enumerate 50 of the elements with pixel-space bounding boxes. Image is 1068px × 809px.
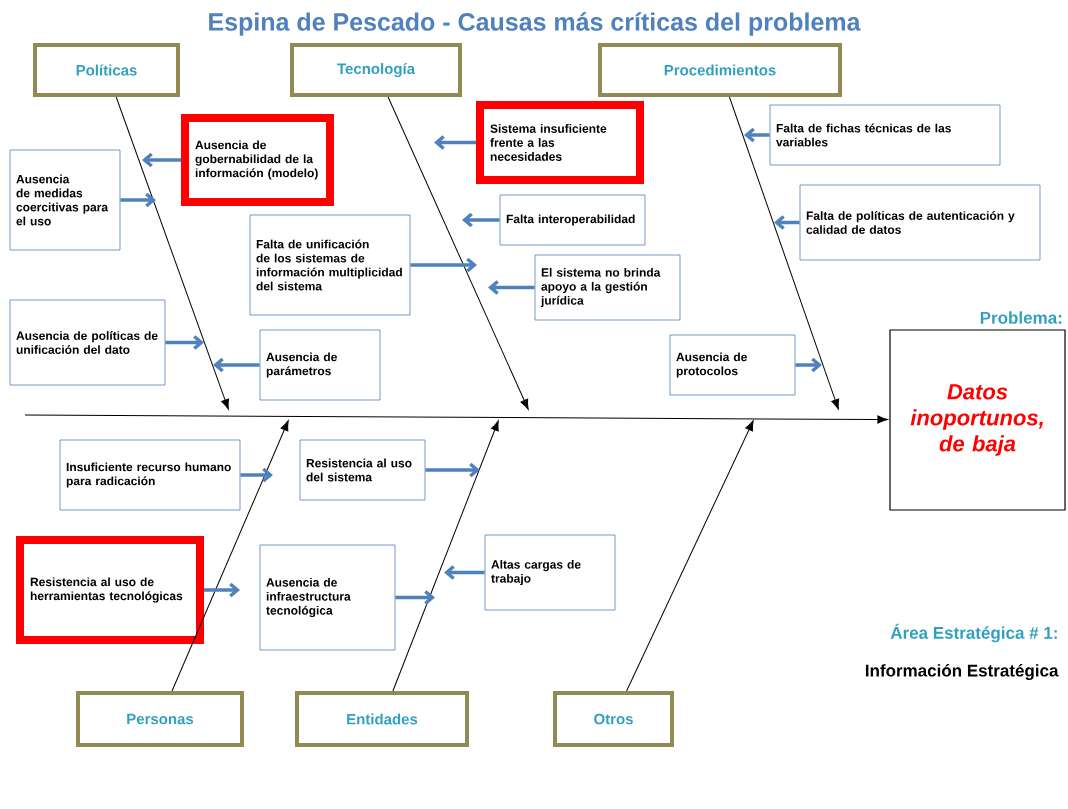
arrow xyxy=(410,257,477,273)
cause-box: Insuficiente recurso humano para radicación xyxy=(59,439,241,511)
category-box: Procedimientos xyxy=(598,43,842,97)
category-box: Tecnología xyxy=(290,43,462,97)
cause-box: Ausencia de políticas de unificación del dato xyxy=(9,299,166,386)
arrow xyxy=(744,127,770,143)
arrow xyxy=(488,280,535,295)
arrow xyxy=(774,215,800,230)
category-box: Otros xyxy=(553,691,674,747)
cause-box: Ausencia de infraestructura tecnológica xyxy=(259,544,396,651)
cause-box: Ausencia de medidas coercitivas para el uso xyxy=(9,149,121,251)
caption-text: Información Estratégica xyxy=(865,663,1059,681)
cause-box: Falta interoperabilidad xyxy=(499,194,646,246)
arrow xyxy=(213,357,260,373)
cause-box: Ausencia de parámetros xyxy=(259,329,381,401)
caption-text: Área Estratégica # 1: xyxy=(890,623,1057,643)
arrow xyxy=(795,357,822,373)
cause-box: Ausencia de gobernabilidad de la información (modelo) xyxy=(181,114,334,206)
arrow xyxy=(444,565,485,580)
arrow xyxy=(115,96,230,410)
category-box: Personas xyxy=(76,691,244,747)
cause-box: Resistencia al uso de herramientas tecnológicas xyxy=(16,536,204,644)
problem-heading: Problema: xyxy=(980,311,1062,324)
category-box: Políticas xyxy=(33,43,180,97)
arrow xyxy=(120,192,156,208)
arrow xyxy=(387,96,529,410)
cause-box: Falta de políticas de autenticación y calidad de datos xyxy=(799,184,1041,261)
problem-box: Datos inoportunos, de baja xyxy=(889,329,1066,511)
cause-box: Resistencia al uso del sistema xyxy=(299,439,426,501)
cause-box: El sistema no brinda apoyo a la gestión jurídica xyxy=(534,254,681,321)
arrow xyxy=(395,590,435,605)
category-box: Entidades xyxy=(295,691,469,747)
title: Espina de Pescado - Causas más críticas del problema xyxy=(209,12,861,36)
arrow xyxy=(165,335,204,350)
cause-box: Altas cargas de trabajo xyxy=(484,534,616,611)
arrow xyxy=(392,420,499,692)
arrow xyxy=(434,135,476,150)
arrow xyxy=(204,582,240,598)
cause-box: Sistema insuficiente frente a las necesidades xyxy=(476,101,644,184)
arrow xyxy=(728,96,840,410)
arrow xyxy=(142,152,181,168)
cause-box: Falta de fichas técnicas de las variables xyxy=(769,104,1001,166)
cause-box: Ausencia de protocolos xyxy=(669,334,796,396)
cause-box: Falta de unificación de los sistemas de información multiplicidad del sistema xyxy=(249,214,411,316)
arrow xyxy=(462,212,500,228)
arrow xyxy=(425,462,480,478)
arrow xyxy=(626,420,754,692)
arrow xyxy=(24,414,888,424)
arrow xyxy=(240,467,273,483)
arrow xyxy=(171,420,289,692)
